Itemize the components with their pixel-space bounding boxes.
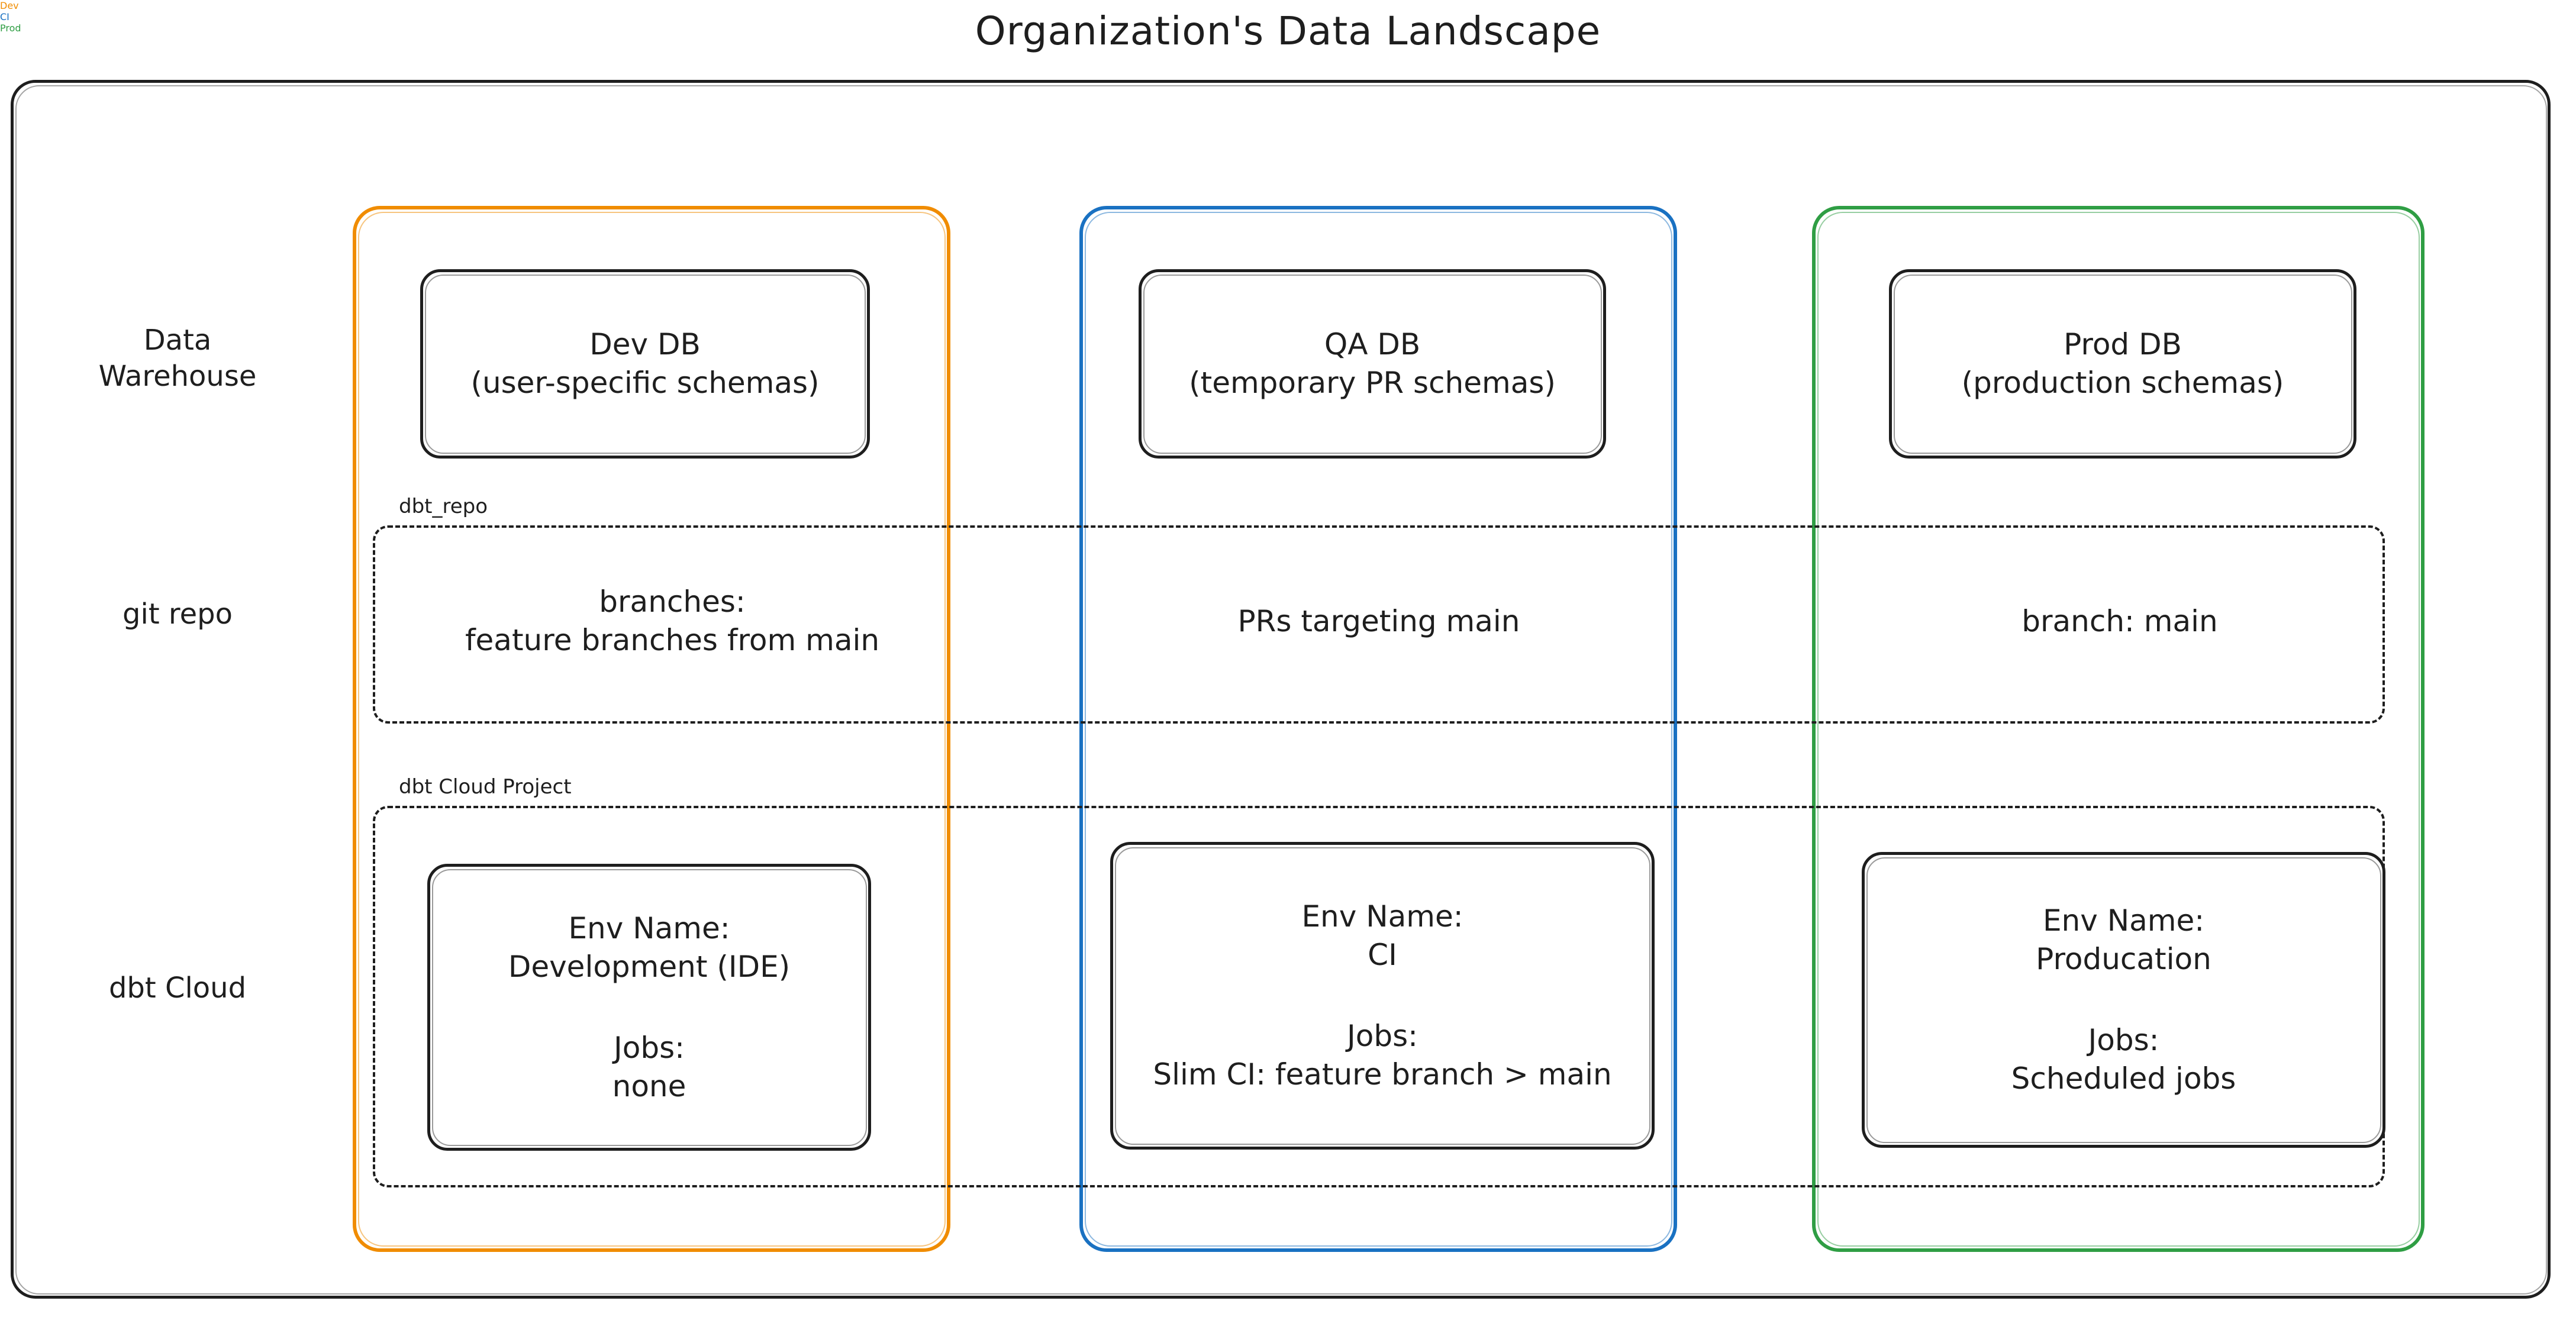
row-label-data-warehouse-line1: Data [143,324,212,357]
node-prod-db[interactable]: Prod DB (production schemas) [1889,269,2356,459]
git-repo-dev-line1: branches: [599,585,746,619]
row-label-git-repo: git repo [36,596,320,632]
group-dbt-repo[interactable]: dbt_repo [373,495,2385,724]
node-dbt-cloud-prod-env-value: Producation [2036,942,2211,976]
group-dbt-cloud-project[interactable]: dbt Cloud Project [373,775,2385,1187]
column-label-ci: CI [0,11,9,22]
node-dbt-cloud-ci-jobs-value: Slim CI: feature branch > main [1153,1057,1612,1092]
node-qa-db-line1: QA DB [1324,327,1421,361]
node-dev-db-line2: (user-specific schemas) [470,366,820,400]
environment-column-prod[interactable] [1812,206,2425,1252]
git-repo-ci-text: PRs targeting main [1083,602,1675,641]
git-repo-ci-line1: PRs targeting main [1237,604,1520,638]
group-dbt-cloud-project-label: dbt Cloud Project [395,775,575,799]
node-dbt-cloud-prod-jobs-value: Scheduled jobs [2011,1061,2236,1096]
row-label-git-repo-line1: git repo [122,598,233,631]
node-prod-db-line2: (production schemas) [1961,366,2284,400]
column-label-dev: Dev [0,0,19,11]
group-dbt-repo-label: dbt_repo [395,495,492,518]
node-dbt-cloud-dev-env-value: Development (IDE) [508,949,791,984]
node-dbt-cloud-ci-env-value: CI [1368,938,1397,972]
column-label-prod: Prod [0,22,21,34]
row-label-dbt-cloud-line1: dbt Cloud [108,971,247,1005]
node-dbt-cloud-dev[interactable]: Env Name: Development (IDE) Jobs: none [427,864,871,1151]
git-repo-dev-text: branches: feature branches from main [376,583,968,660]
row-label-data-warehouse: Data Warehouse [36,322,320,395]
diagram-outer-frame [11,80,2551,1299]
node-dbt-cloud-dev-env-label: Env Name: [568,911,730,945]
node-dbt-cloud-dev-jobs-value: none [612,1069,686,1103]
node-dbt-cloud-prod-jobs-label: Jobs: [2088,1023,2159,1057]
environment-column-dev[interactable] [353,206,950,1252]
git-repo-dev-line2: feature branches from main [465,623,880,657]
page-title: Organization's Data Landscape [975,8,1601,54]
node-dbt-cloud-ci[interactable]: Env Name: CI Jobs: Slim CI: feature bran… [1110,842,1655,1150]
node-dbt-cloud-ci-env-label: Env Name: [1301,899,1463,934]
row-label-dbt-cloud: dbt Cloud [36,970,320,1006]
row-label-data-warehouse-line2: Warehouse [98,360,257,393]
node-dbt-cloud-dev-jobs-label: Jobs: [614,1030,685,1065]
git-repo-prod-text: branch: main [1824,602,2416,641]
node-qa-db-line2: (temporary PR schemas) [1189,366,1556,400]
node-dbt-cloud-prod-env-label: Env Name: [2042,903,2205,938]
node-dbt-cloud-prod[interactable]: Env Name: Producation Jobs: Scheduled jo… [1862,852,2385,1148]
node-prod-db-line1: Prod DB [2064,327,2182,361]
environment-column-ci[interactable] [1079,206,1677,1252]
node-dbt-cloud-ci-jobs-label: Jobs: [1347,1019,1418,1053]
git-repo-prod-line1: branch: main [2022,604,2218,638]
node-dev-db-line1: Dev DB [589,327,701,361]
node-qa-db[interactable]: QA DB (temporary PR schemas) [1139,269,1606,459]
node-dev-db[interactable]: Dev DB (user-specific schemas) [420,269,870,459]
